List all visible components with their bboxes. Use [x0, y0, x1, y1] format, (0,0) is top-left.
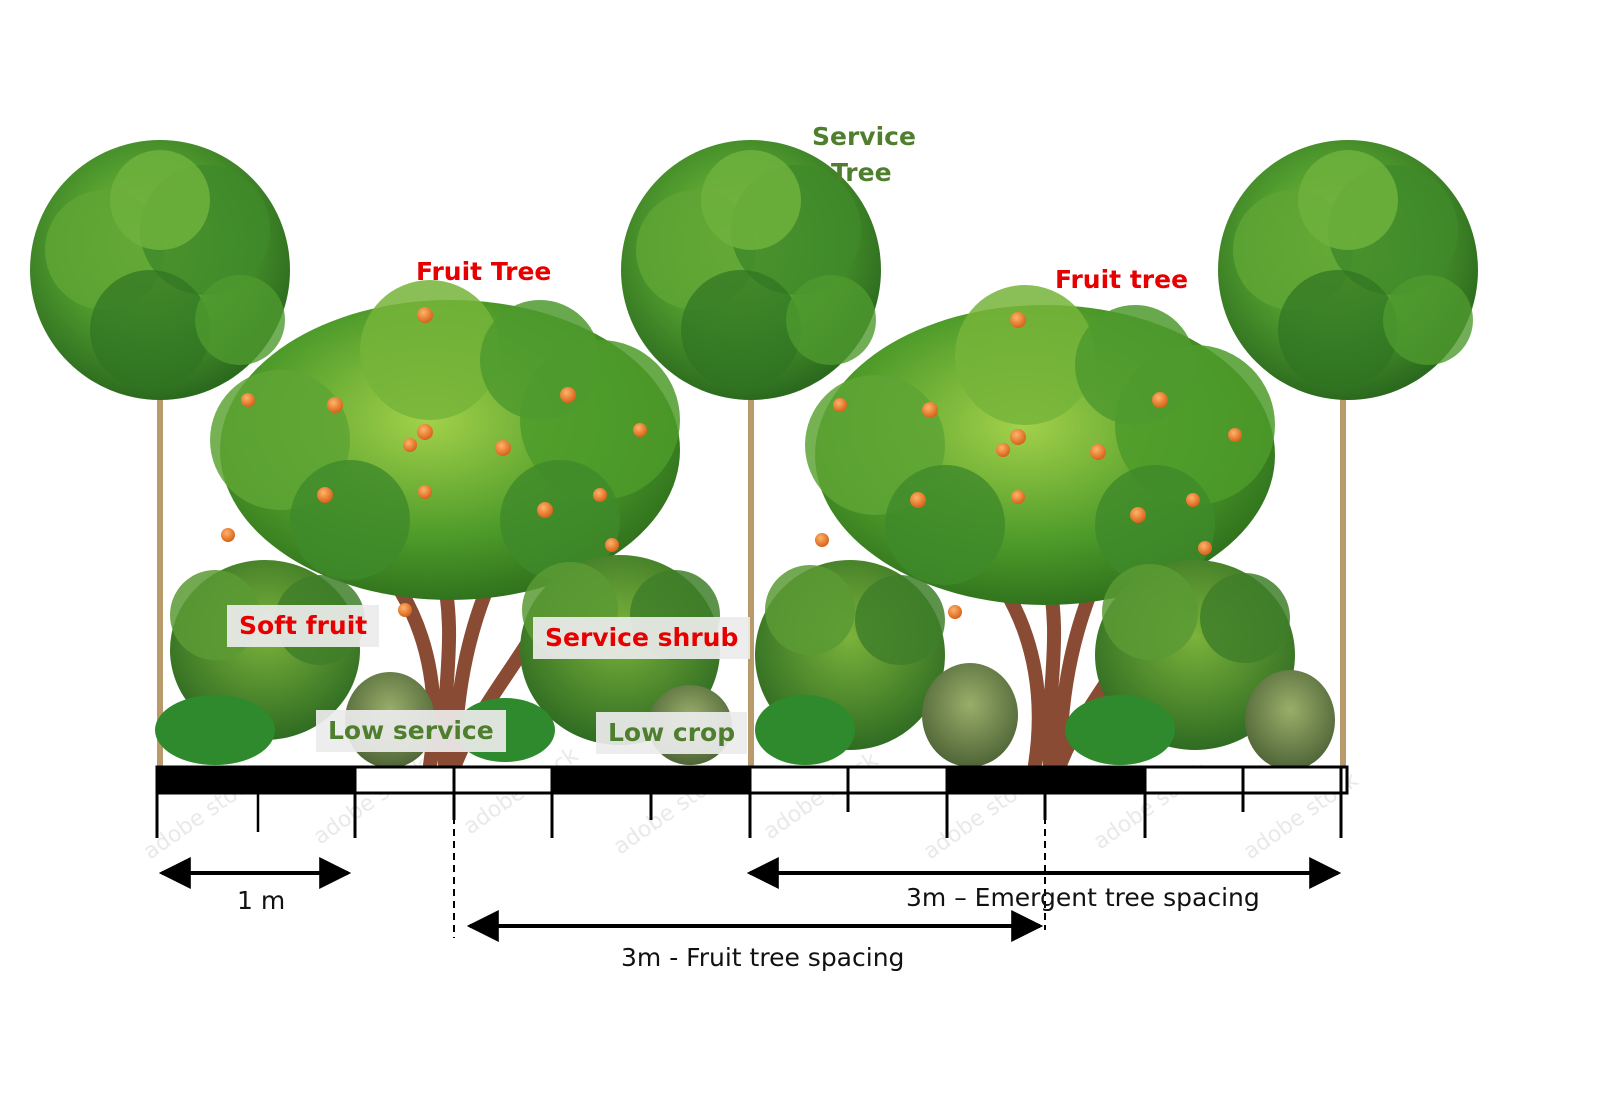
measurement-arrows	[158, 857, 1342, 942]
scale-bar	[155, 765, 1349, 838]
service-shrub-label: Service shrub	[533, 617, 751, 659]
scale-label: 1 m	[237, 886, 286, 915]
soft-fruit-label: Soft fruit	[227, 605, 380, 647]
fruit-tree-right-label: Fruit tree	[1055, 265, 1189, 294]
service-tree-right	[1218, 140, 1478, 770]
emergent-spacing-label: 3m – Emergent tree spacing	[906, 883, 1260, 912]
fruit-tree-left	[210, 280, 680, 772]
service-tree-left	[30, 140, 290, 770]
spacing-guides	[453, 793, 1046, 938]
service-tree-label-line2: Tree	[831, 158, 892, 187]
low-service-label: Low service	[316, 710, 506, 752]
service-tree-center	[621, 140, 881, 770]
fruit-tree-right	[805, 285, 1275, 772]
fruit-spacing-label: 3m - Fruit tree spacing	[621, 943, 905, 972]
fruit-tree-left-label: Fruit Tree	[416, 257, 552, 286]
service-tree-label-line1: Service	[812, 122, 916, 151]
low-crop-label: Low crop	[596, 712, 748, 754]
